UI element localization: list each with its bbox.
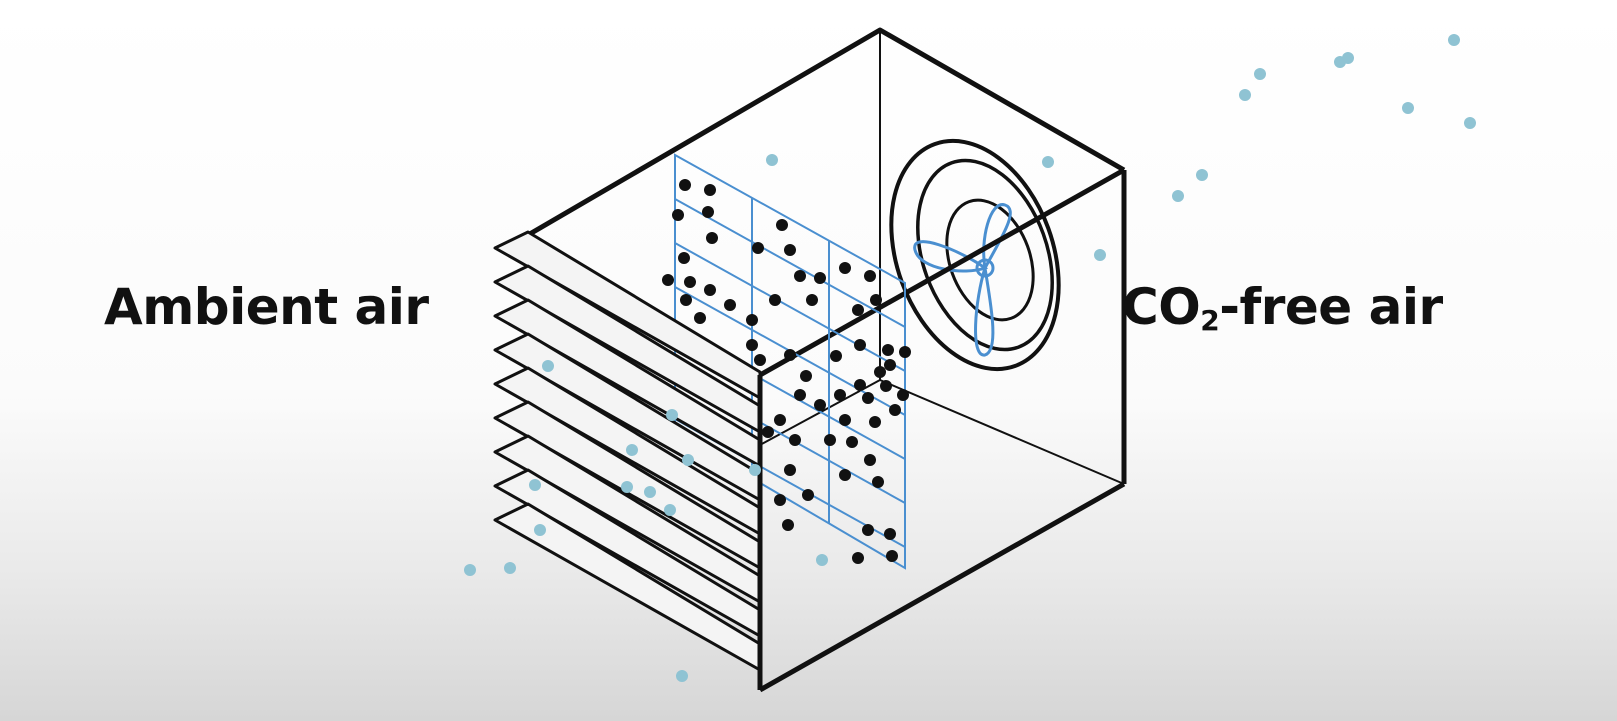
fan-blades — [913, 203, 1012, 357]
ambient-air-label: Ambient air — [104, 278, 429, 336]
co2-label-subscript: 2 — [1200, 304, 1220, 337]
co2-label-main: CO — [1122, 278, 1201, 336]
air-particles — [464, 34, 1476, 682]
co2-free-air-label: CO2-free air — [1122, 282, 1443, 335]
co2-particles — [662, 179, 911, 564]
box-back-edges — [759, 30, 1125, 485]
co2-label-rest: -free air — [1219, 278, 1443, 336]
box-front-face — [757, 170, 1127, 693]
